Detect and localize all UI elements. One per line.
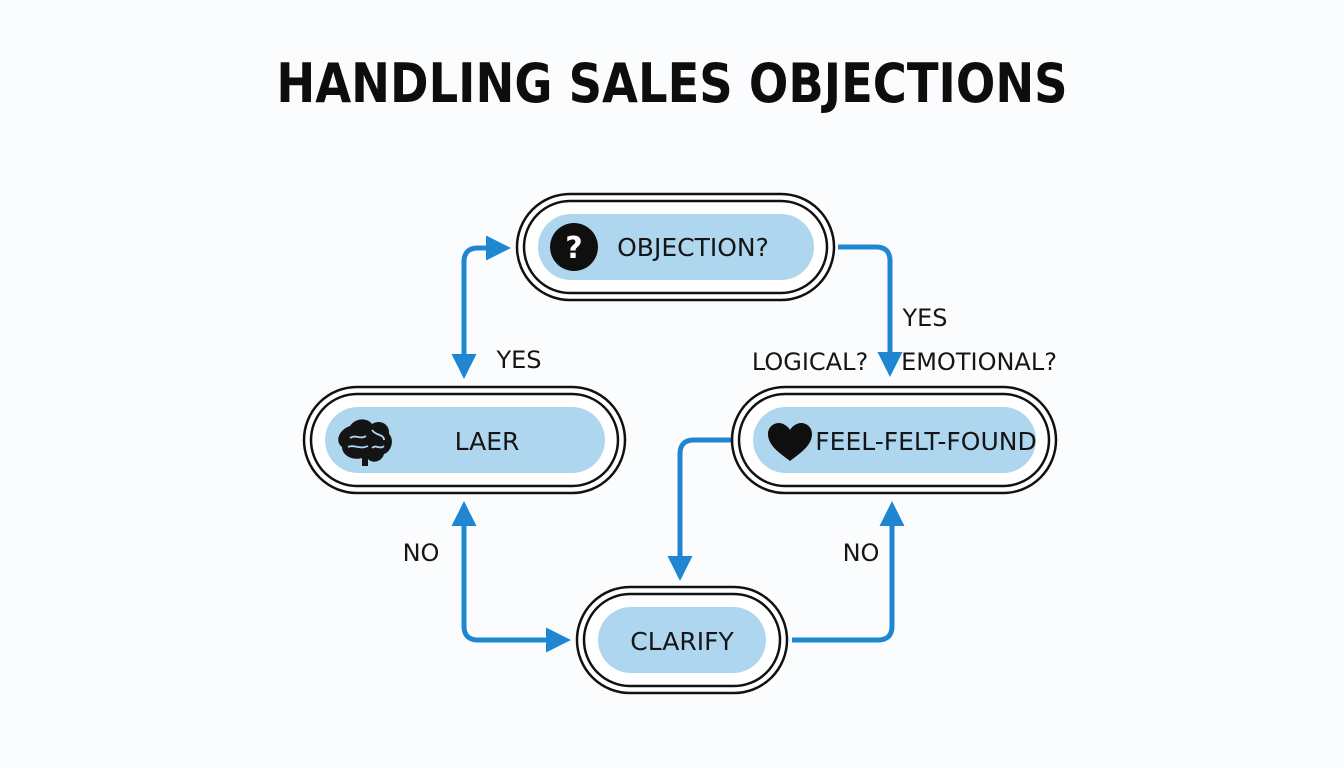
edge-label-no-left: NO [403, 539, 440, 567]
diagram-title: HANDLING SALES OBJECTIONS [276, 52, 1068, 115]
edge-label-emotional: EMOTIONAL? [901, 348, 1057, 376]
node-laer: LAER [302, 385, 627, 495]
heart-icon [768, 423, 812, 461]
node-feel-felt-found: FEEL-FELT-FOUND [730, 385, 1058, 495]
edge-label-yes-right: YES [901, 304, 947, 332]
node-clarify: CLARIFY [575, 585, 789, 695]
brain-icon [338, 419, 392, 466]
svg-text:?: ? [565, 231, 582, 266]
edge-laer-clarify [451, 501, 571, 653]
question-icon: ? [550, 223, 598, 271]
edge-label-yes-left: YES [495, 346, 541, 374]
edge-label-no-right: NO [843, 539, 880, 567]
node-objection: ? OBJECTION? [515, 192, 836, 302]
edge-clarify-to-feelfeltfound [792, 501, 905, 643]
edge-objection-to-feelfeltfound [838, 244, 903, 377]
edge-label-logical: LOGICAL? [752, 348, 868, 376]
node-laer-label: LAER [455, 427, 520, 456]
node-feel-felt-found-label: FEEL-FELT-FOUND [815, 427, 1036, 456]
node-clarify-label: CLARIFY [630, 627, 734, 656]
edge-feelfeltfound-to-clarify [667, 437, 732, 581]
node-objection-label: OBJECTION? [617, 233, 769, 262]
edge-laer-objection [451, 235, 511, 379]
